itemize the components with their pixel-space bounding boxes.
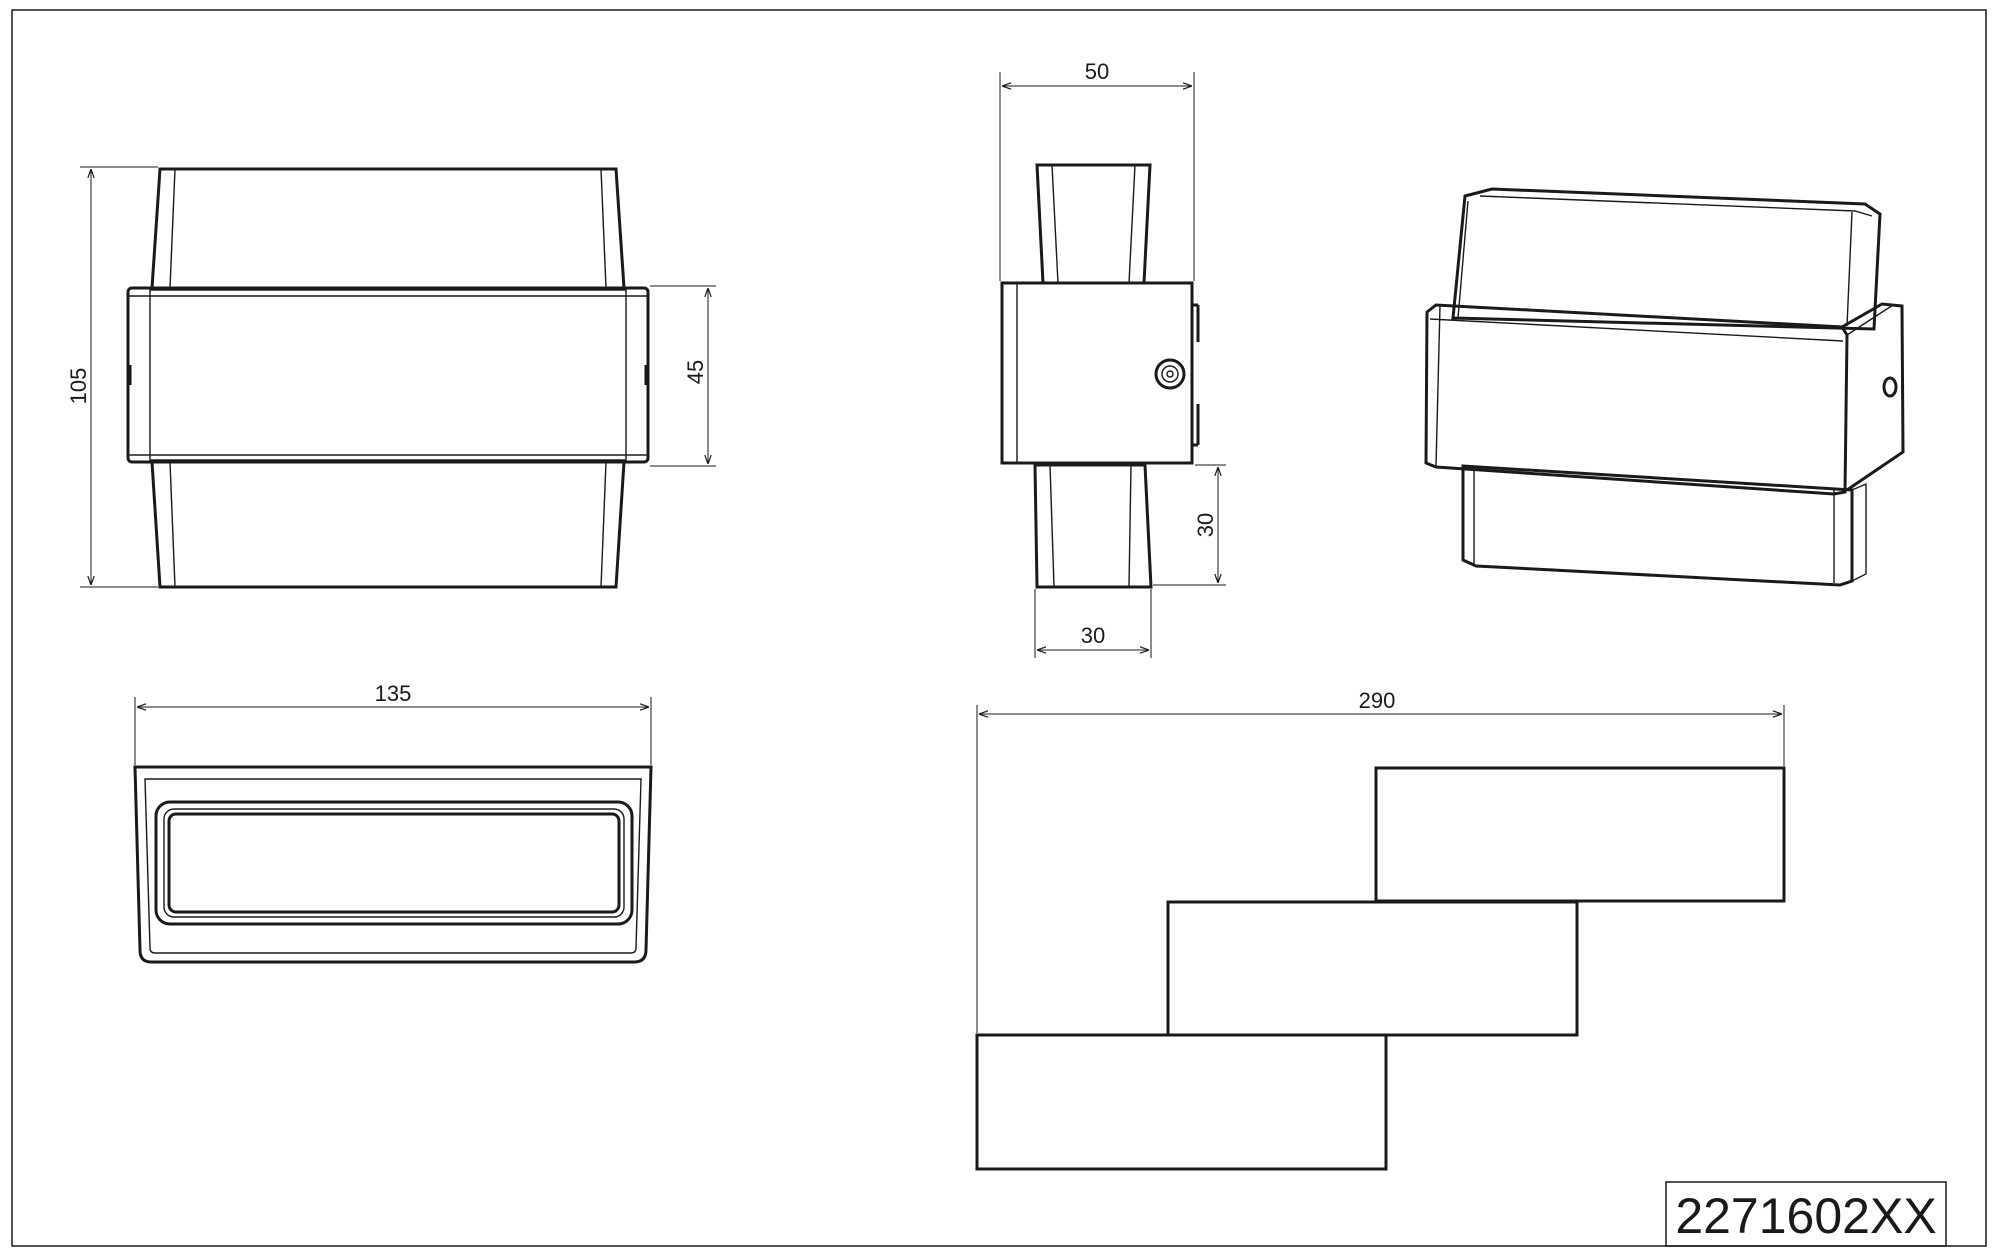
- bottom-view: 135: [133, 681, 653, 964]
- front-view: 105 45: [66, 166, 716, 589]
- perspective-screw-icon: [1882, 376, 1898, 398]
- side-view: 50 30 30: [999, 59, 1226, 658]
- article-number: 2271602XX: [1675, 1188, 1936, 1244]
- dim-side-lower-width: 30: [1081, 623, 1105, 648]
- title-block: 2271602XX: [1665, 1181, 1947, 1247]
- dim-side-lower-height: 30: [1193, 513, 1218, 537]
- dim-front-center-height: 45: [683, 360, 708, 384]
- sheet-border: [11, 9, 1987, 1247]
- dim-front-height: 105: [66, 368, 91, 405]
- dim-arrangement-width: 290: [1359, 688, 1396, 713]
- module-bottom: [975, 1033, 1388, 1171]
- dim-bottom-width: 135: [375, 681, 412, 706]
- perspective-view: [1424, 187, 1905, 587]
- screw-icon: [1154, 358, 1186, 390]
- dim-side-depth: 50: [1085, 59, 1109, 84]
- module-top: [1374, 766, 1786, 903]
- arrangement-view: 290: [975, 688, 1786, 1171]
- module-middle: [1166, 900, 1579, 1037]
